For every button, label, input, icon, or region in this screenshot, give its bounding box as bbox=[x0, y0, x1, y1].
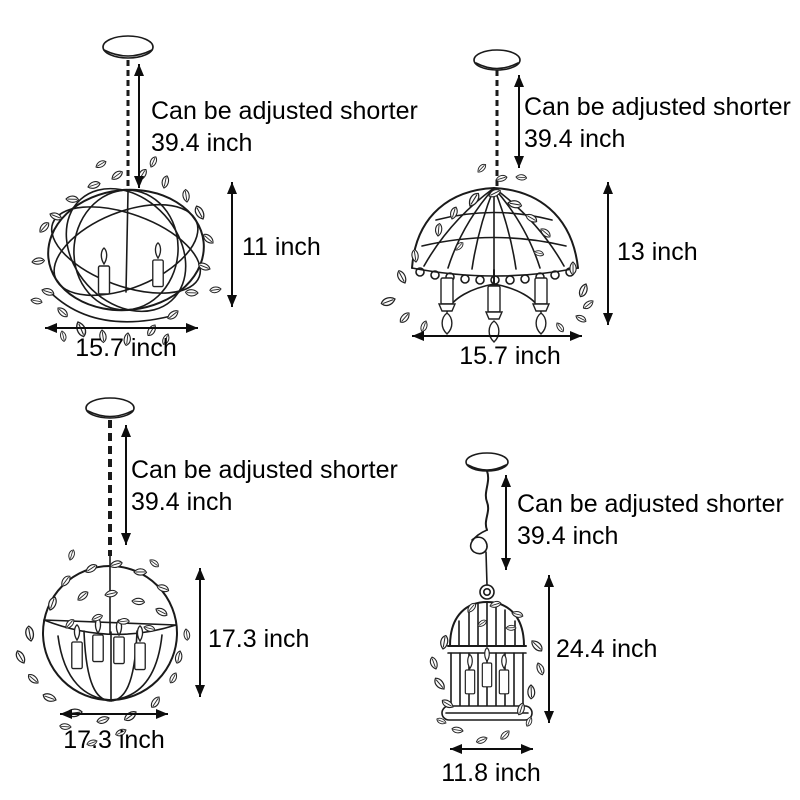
candle-bulb bbox=[438, 277, 456, 335]
ceiling-canopy bbox=[473, 49, 521, 71]
ceiling-canopy bbox=[85, 397, 135, 419]
dome-cage-chandelier-drawing bbox=[380, 49, 596, 343]
width-dimension-label: 15.7 inch bbox=[75, 334, 177, 362]
adjust-note-line1: Can be adjusted shorter bbox=[524, 93, 791, 121]
candle-bulb bbox=[97, 247, 111, 295]
dome-wire-shade bbox=[411, 186, 579, 285]
adjust-note-line2: 39.4 inch bbox=[524, 125, 626, 153]
ball-nest-dimension-arrows bbox=[45, 64, 237, 333]
height-dimension-label: 13 inch bbox=[617, 238, 698, 266]
candle-bulb bbox=[485, 285, 503, 343]
width-dimension-label: 17.3 inch bbox=[63, 726, 165, 754]
globe-sphere-chandelier-drawing bbox=[14, 397, 192, 747]
birdcage-dimension-arrows bbox=[450, 475, 554, 754]
width-dimension-label: 11.8 inch bbox=[441, 759, 541, 787]
candle-bulb bbox=[152, 242, 164, 288]
height-dimension-label: 11 inch bbox=[242, 233, 321, 261]
candle-bulb bbox=[464, 654, 476, 695]
dome-cage-dimension-arrows bbox=[412, 75, 613, 341]
candle-bulb bbox=[113, 619, 125, 665]
adjust-note-line2: 39.4 inch bbox=[151, 129, 253, 157]
globe-dimension-arrows bbox=[60, 425, 205, 719]
ceiling-canopy bbox=[465, 452, 509, 472]
adjust-note-line2: 39.4 inch bbox=[131, 488, 233, 516]
candle-bulb bbox=[532, 277, 550, 335]
wire-ball-shade bbox=[47, 187, 205, 323]
candle-bulb bbox=[92, 617, 104, 663]
hanging-adjust-note: Can be adjusted shorter 39.4 inch bbox=[517, 488, 784, 552]
height-dimension-label: 17.3 inch bbox=[208, 625, 310, 653]
hanging-adjust-note: Can be adjusted shorter 39.4 inch bbox=[151, 95, 418, 159]
adjust-note-line1: Can be adjusted shorter bbox=[517, 490, 784, 518]
width-dimension-label: 15.7 inch bbox=[459, 342, 561, 370]
adjust-note-line1: Can be adjusted shorter bbox=[151, 97, 418, 125]
birdcage-chandelier-drawing bbox=[429, 452, 545, 745]
adjust-note-line2: 39.4 inch bbox=[517, 522, 619, 550]
ceiling-canopy bbox=[102, 35, 154, 59]
hanging-adjust-note: Can be adjusted shorter 39.4 inch bbox=[524, 91, 791, 155]
adjust-note-line1: Can be adjusted shorter bbox=[131, 456, 398, 484]
hanging-cord bbox=[484, 470, 490, 531]
ball-nest-pendant-drawing bbox=[29, 35, 222, 347]
height-dimension-label: 24.4 inch bbox=[556, 635, 658, 663]
candle-bulb bbox=[498, 654, 510, 695]
hanging-adjust-note: Can be adjusted shorter 39.4 inch bbox=[131, 454, 398, 518]
